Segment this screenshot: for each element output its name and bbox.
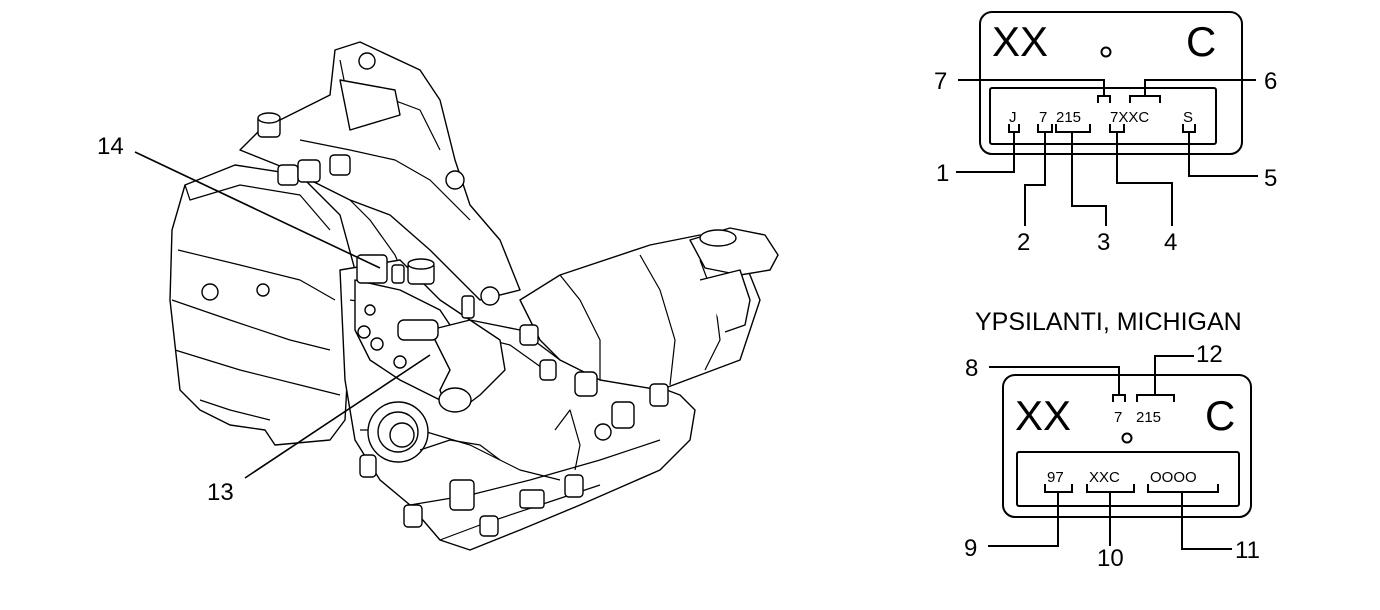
callout-4: 4 [1164, 229, 1177, 256]
plate-a-field-215: 215 [1056, 109, 1081, 126]
plate-a-left-code: XX [992, 18, 1048, 65]
plate-b-left-code: XX [1015, 392, 1071, 439]
plate-b-field-xxc: XXC [1089, 469, 1120, 486]
callout-12: 12 [1196, 341, 1223, 368]
id-plate-a [956, 11, 1258, 226]
callout-3: 3 [1097, 229, 1110, 256]
plate-b-location: YPSILANTI, MICHIGAN [975, 308, 1242, 336]
callout-7: 7 [934, 68, 947, 95]
plate-b-field-97: 97 [1047, 469, 1064, 486]
plate-b-field-oooo: OOOO [1150, 469, 1197, 486]
plate-b-right-code: C [1205, 392, 1235, 439]
plate-a-field-j: J [1009, 109, 1017, 126]
plate-a-field-s: S [1183, 109, 1193, 126]
plate-a-right-code: C [1186, 18, 1216, 65]
callout-9: 9 [964, 535, 977, 562]
callout-14: 14 [97, 133, 124, 160]
callout-13: 13 [207, 479, 234, 506]
callout-5: 5 [1264, 165, 1277, 192]
callout-10: 10 [1097, 545, 1124, 572]
plate-b-field-215: 215 [1136, 409, 1161, 426]
transmission-leaders [134, 151, 431, 479]
callout-1: 1 [936, 160, 949, 187]
callout-11: 11 [1235, 537, 1260, 564]
callout-8: 8 [965, 355, 978, 382]
plate-a-field-7xxc: 7XXC [1110, 109, 1149, 126]
plate-a-field-7: 7 [1039, 109, 1047, 126]
callout-2: 2 [1017, 229, 1030, 256]
plate-b-field-7: 7 [1114, 409, 1122, 426]
callout-6: 6 [1264, 68, 1277, 95]
transmission-illustration [169, 41, 779, 551]
id-plate-b [988, 355, 1252, 550]
